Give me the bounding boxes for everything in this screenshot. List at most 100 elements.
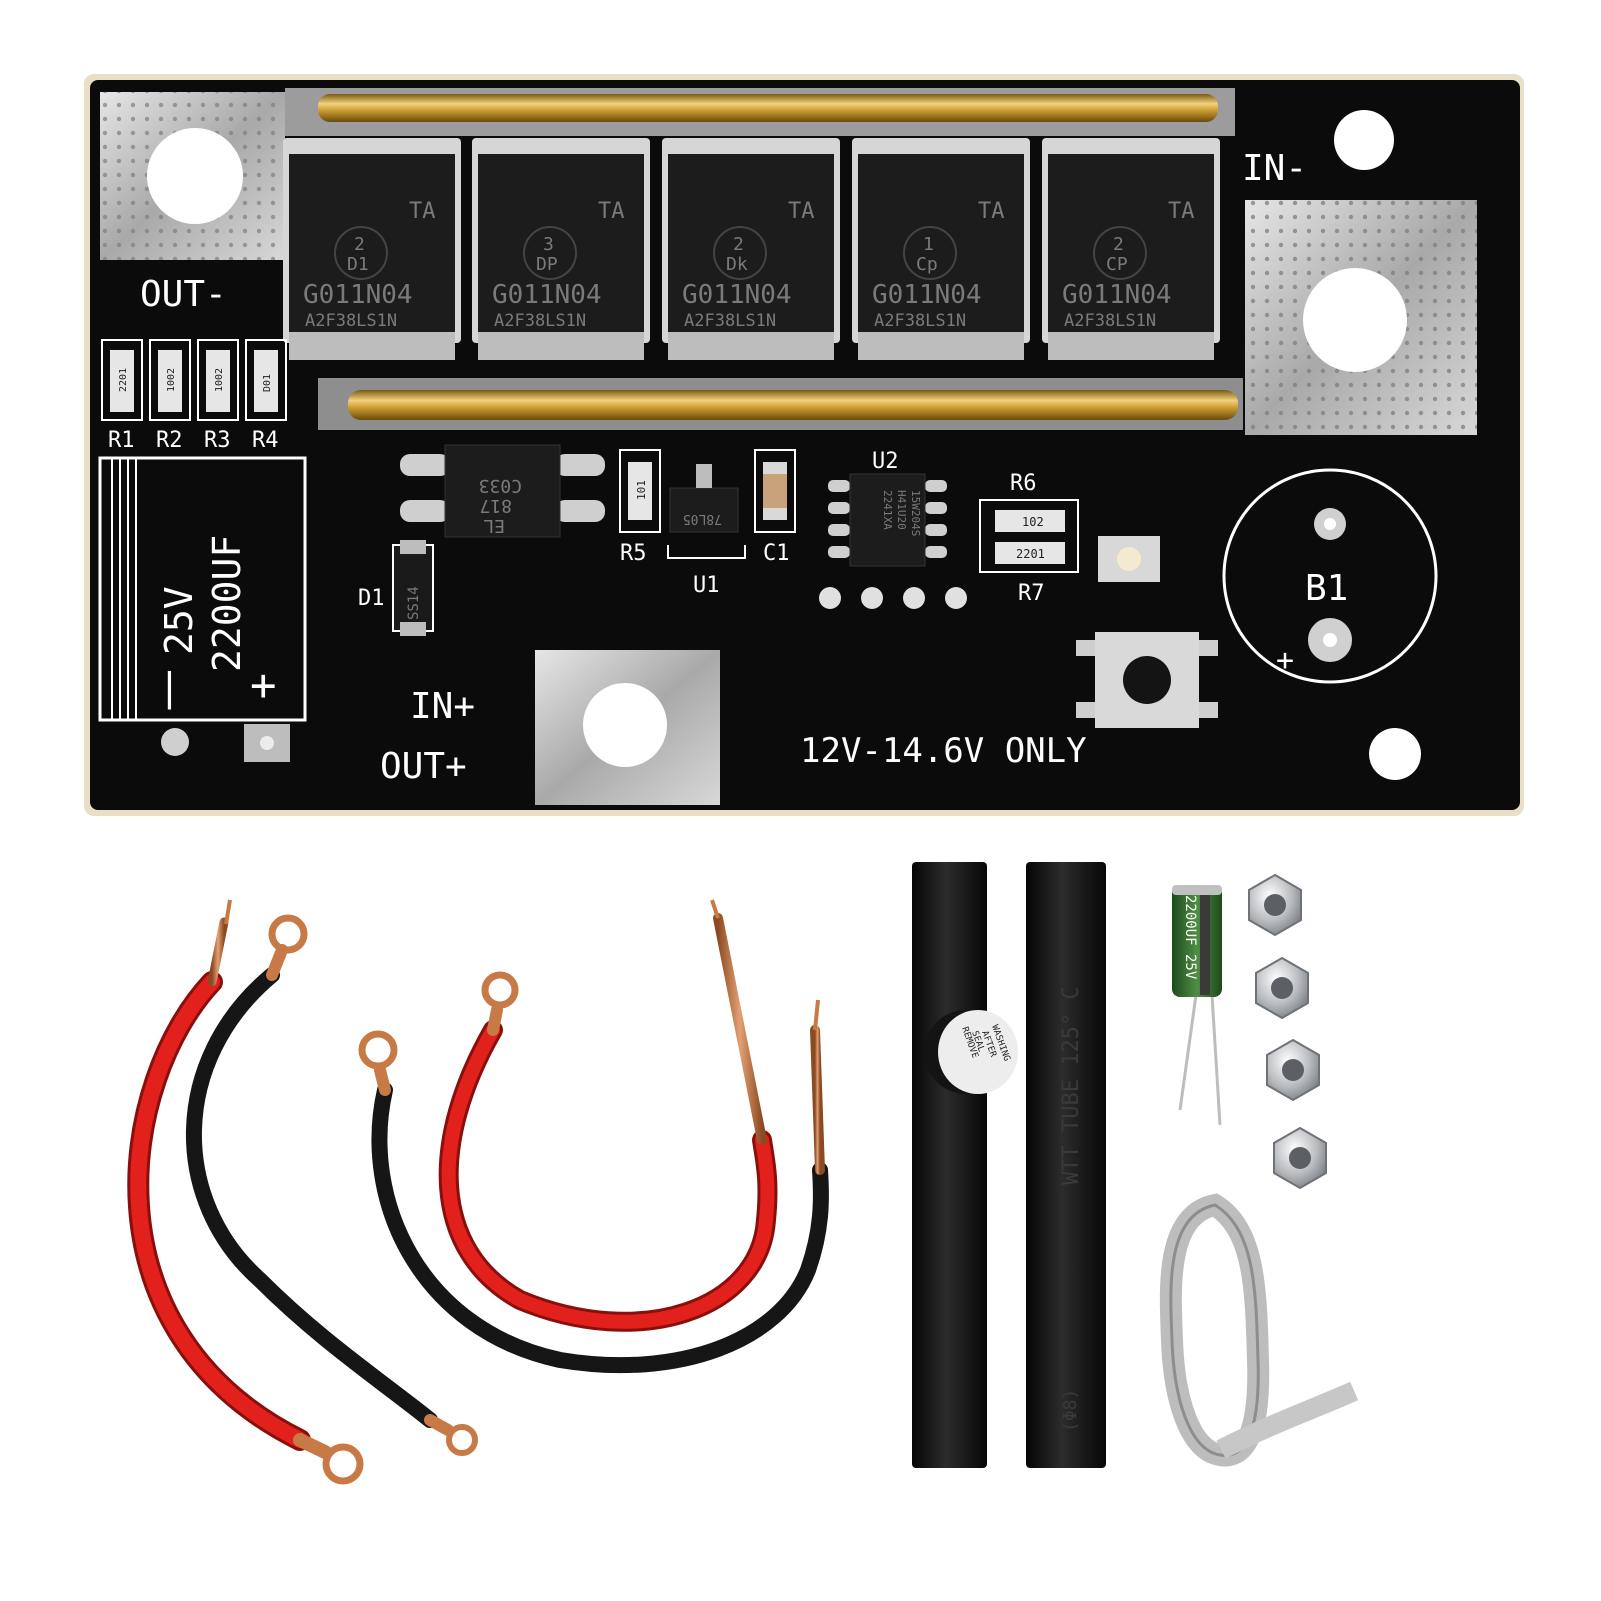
test-pad	[819, 587, 841, 609]
top-copper-bar	[318, 94, 1218, 122]
led	[1098, 536, 1160, 582]
in-plus-out-plus-terminal	[535, 650, 720, 805]
voltage-note: 12V-14.6V ONLY	[800, 731, 1087, 771]
mosfet-1: TA 2 D1 G011N04 A2F38LS1N	[283, 138, 461, 360]
push-button[interactable]	[1076, 632, 1218, 728]
label-b1-plus: +	[1276, 643, 1294, 678]
cap-minus-mark: |	[158, 665, 181, 710]
label-c1: C1	[763, 541, 790, 566]
resistor-r7-code: 2201	[1016, 547, 1045, 561]
buzzer-footprint-b1: B1 +	[1222, 468, 1438, 684]
tube-print: WTT TUBE 125° C	[1059, 986, 1084, 1185]
chip-u2-code-1: 15W204S	[909, 490, 922, 536]
mosfet-3: TA 2 Dk G011N04 A2F38LS1N	[662, 138, 840, 360]
mosfet-5-part: G011N04	[1062, 280, 1172, 310]
mosfet-array: TA 2 D1 G011N04 A2F38LS1N TA 3 DP G011N0…	[283, 138, 1220, 360]
capacitor-label: 2200UF 25V	[1182, 895, 1198, 980]
mosfet-2-brand: TA	[598, 199, 625, 224]
resistor-r1-code: 2201	[118, 368, 129, 392]
mosfet-5: TA 2 CP G011N04 A2F38LS1N	[1042, 138, 1220, 360]
mosfet-4-lot: A2F38LS1N	[874, 311, 966, 331]
regulator-u1: 78L05 U1	[667, 464, 746, 598]
tube-size: (Φ8)	[1060, 1389, 1081, 1432]
cap-plus-mark: +	[250, 660, 277, 711]
mounting-hole	[1303, 268, 1407, 372]
mosfet-4-part: G011N04	[872, 280, 982, 310]
mosfet-5-id-bottom: CP	[1106, 254, 1128, 275]
diode-d1: SS14 D1	[358, 540, 434, 636]
resistor-r5-code: 101	[635, 480, 648, 500]
mosfet-1-id-bottom: D1	[347, 254, 369, 275]
red-cable-left	[127, 899, 364, 1485]
label-r3: R3	[204, 428, 231, 453]
label-r1: R1	[108, 428, 135, 453]
label-r2: R2	[156, 428, 183, 453]
in-plus-label: IN+	[410, 686, 475, 727]
mosfet-3-id-bottom: Dk	[726, 254, 748, 275]
electrolytic-capacitor: 2200UF 25V	[1172, 885, 1222, 1126]
mounting-hole	[1369, 728, 1421, 780]
black-cable-left	[186, 914, 478, 1456]
diode-d1-code: SS14	[406, 586, 422, 620]
resistors-r6-r7: R6 102 2201 R7	[979, 471, 1079, 606]
mounting-hole	[1334, 110, 1394, 170]
resistor-r4-code: D01	[262, 374, 273, 392]
resistor-r2-code: 1002	[166, 368, 177, 392]
out-minus-terminal	[100, 92, 285, 260]
label-u2: U2	[872, 449, 899, 474]
label-r4: R4	[252, 428, 279, 453]
hex-nut	[1266, 1038, 1320, 1102]
resistor-bank: 2201 1002 1002 D01 R1 R2 R3 R4	[101, 339, 287, 453]
hex-nut	[1273, 1126, 1327, 1190]
mosfet-4-brand: TA	[978, 199, 1005, 224]
mosfet-5-brand: TA	[1168, 199, 1195, 224]
mosfet-4: TA 1 Cp G011N04 A2F38LS1N	[852, 138, 1030, 360]
cap-voltage-label: 25V	[157, 586, 201, 655]
black-cable-right	[358, 999, 829, 1374]
heat-shrink-tube-2: WTT TUBE 125° C (Φ8)	[1026, 862, 1106, 1468]
pcb-board: OUT- IN- TA 2 D1 G011N04	[84, 74, 1524, 816]
test-pad	[903, 587, 925, 609]
mounting-hole	[583, 683, 667, 767]
label-r5: R5	[620, 541, 647, 566]
mosfet-4-id-bottom: Cp	[916, 254, 938, 275]
chip-u2-code-3: 2241XA	[881, 490, 894, 530]
hex-nut	[1248, 873, 1302, 937]
label-r6: R6	[1010, 471, 1037, 496]
opto-line-3: C033	[479, 475, 522, 496]
hex-nut	[1255, 956, 1309, 1020]
pad-hole	[260, 736, 274, 750]
test-pad	[861, 587, 883, 609]
mosfet-2-part: G011N04	[492, 280, 602, 310]
out-plus-label: OUT+	[380, 746, 467, 787]
label-b1: B1	[1305, 568, 1348, 609]
label-d1: D1	[358, 586, 385, 611]
mosfet-1-brand: TA	[409, 199, 436, 224]
in-minus-label: IN-	[1242, 148, 1307, 189]
buzzer: REMOVE SEAL AFTER WASHING	[924, 1010, 1018, 1094]
optocoupler: EL 817 C033	[400, 444, 605, 538]
mosfet-2: TA 3 DP G011N04 A2F38LS1N	[472, 138, 650, 360]
resistor-r3-code: 1002	[214, 368, 225, 392]
mosfet-1-lot: A2F38LS1N	[305, 311, 397, 331]
opto-line-2: 817	[479, 495, 512, 516]
test-pad	[945, 587, 967, 609]
hex-nuts	[1248, 873, 1327, 1190]
resistor-r5: 101 R5	[619, 449, 661, 566]
mosfet-2-lot: A2F38LS1N	[494, 311, 586, 331]
capacitor-footprint: 25V 2200UF | +	[98, 456, 307, 722]
regulator-u1-code: 78L05	[683, 511, 722, 526]
label-r7: R7	[1018, 581, 1045, 606]
mosfet-2-id-bottom: DP	[536, 254, 558, 275]
mosfet-5-id-top: 2	[1113, 234, 1124, 255]
mosfet-3-lot: A2F38LS1N	[684, 311, 776, 331]
in-minus-terminal	[1245, 200, 1477, 435]
nickel-strip	[1159, 1193, 1359, 1467]
capacitor-c1: C1	[754, 449, 796, 566]
mosfet-1-part: G011N04	[303, 280, 413, 310]
cap-value-label: 2200UF	[205, 535, 249, 672]
mosfet-2-id-top: 3	[543, 234, 554, 255]
chip-u2: U2 15W204S H41U20 2241XA	[828, 449, 947, 567]
opto-line-1: EL	[483, 515, 505, 536]
